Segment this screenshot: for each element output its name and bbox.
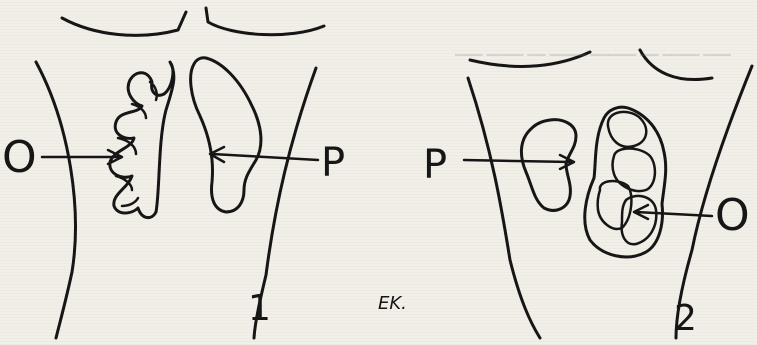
fig1-lobed-structure-o	[110, 62, 174, 218]
fig1-left-top-arc	[62, 12, 186, 35]
fig2-left-wall	[468, 78, 540, 338]
fig1-left-wall	[36, 62, 75, 338]
fig1-label-p: P	[321, 140, 345, 186]
fig1-label-o: O	[2, 132, 37, 183]
fig2-label-o: O	[715, 190, 750, 241]
fig1-number-label: 1	[248, 288, 271, 329]
fig1-right-top-arc	[206, 8, 324, 35]
bleed-through-text: ▁▁▁ ▁▁▁▁ ▁▁ ▁▁▁▁ ▁▁▁▁▁ ▁▁ ▁▁▁▁ ▁▁▁	[455, 42, 731, 56]
fig1-lobe-inner-curves	[116, 82, 157, 206]
fig2-arrow-p	[464, 155, 574, 169]
fig1-smooth-structure-p	[191, 58, 261, 212]
fig1-arrow-o	[42, 150, 122, 164]
fig2-chamber-2	[613, 149, 655, 192]
signature-initials: EK.	[378, 293, 407, 314]
figure-2	[464, 50, 752, 338]
fig2-number-label: 2	[674, 298, 697, 339]
fig2-label-p: P	[423, 142, 447, 188]
fig1-arrow-p	[210, 147, 318, 162]
figure-1	[36, 8, 324, 338]
fig2-chamber-1	[608, 112, 646, 147]
